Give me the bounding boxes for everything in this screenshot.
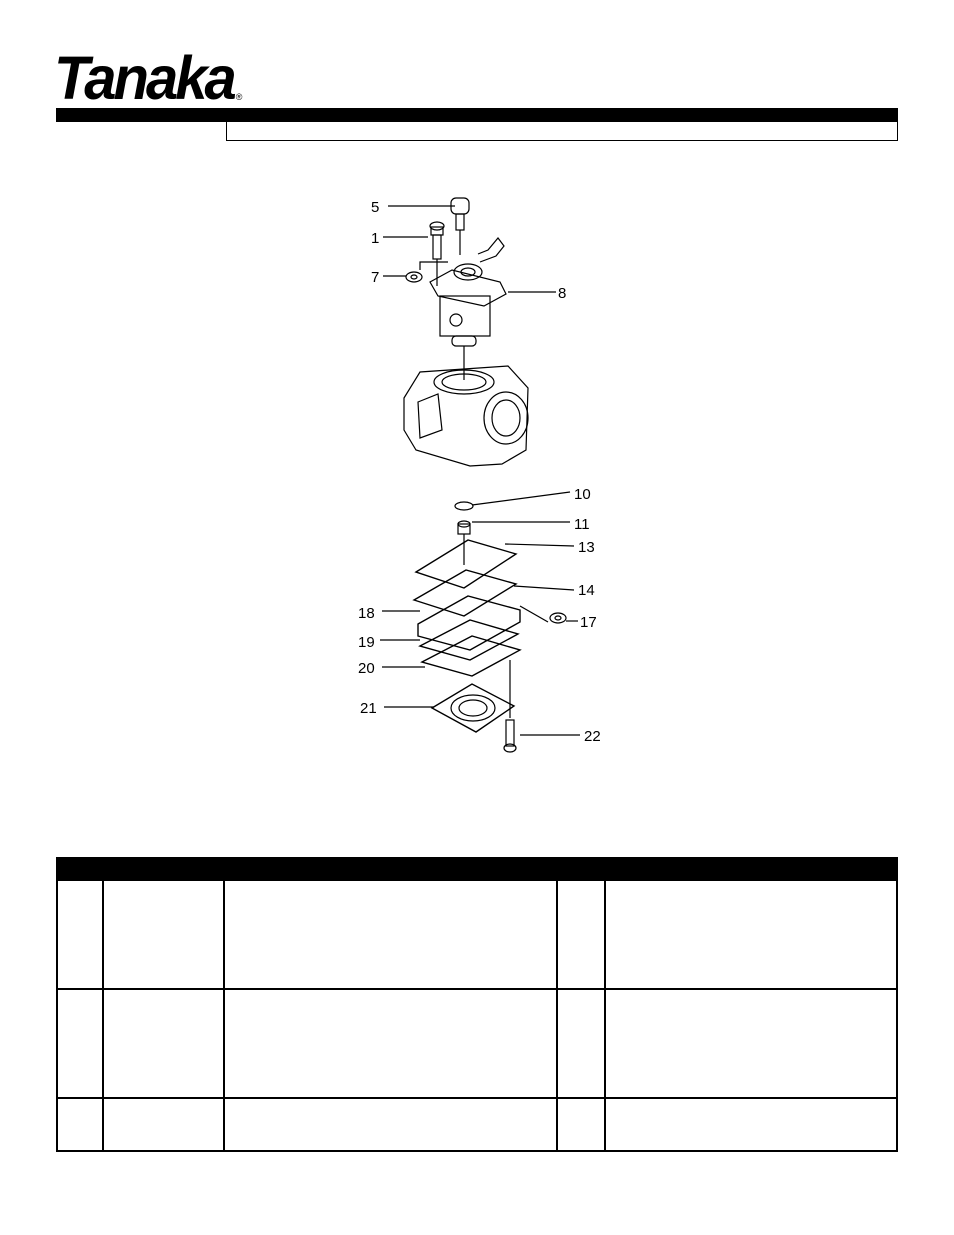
screw-22 bbox=[503, 660, 517, 753]
cell-qty bbox=[556, 879, 606, 990]
cell-ref bbox=[56, 879, 104, 990]
callout-14: 14 bbox=[578, 582, 595, 599]
washer-10 bbox=[454, 501, 474, 511]
cell-ref bbox=[56, 1097, 104, 1152]
callout-5: 5 bbox=[371, 199, 379, 216]
leader-10 bbox=[471, 491, 571, 506]
table-row bbox=[56, 1097, 898, 1152]
callout-11: 11 bbox=[574, 516, 590, 533]
table-row bbox=[56, 988, 898, 1099]
callout-1: 1 bbox=[371, 230, 379, 247]
cell-ref bbox=[56, 988, 104, 1099]
cell-description bbox=[223, 988, 558, 1099]
cell-part-number bbox=[102, 1097, 225, 1152]
callout-17: 17 bbox=[580, 614, 597, 631]
parts-table bbox=[56, 857, 898, 1152]
screw-5 bbox=[450, 197, 470, 255]
callout-8: 8 bbox=[558, 285, 566, 302]
header-notes bbox=[604, 857, 898, 881]
cell-notes bbox=[604, 879, 898, 990]
cell-part-number bbox=[102, 988, 225, 1099]
callout-20: 20 bbox=[358, 660, 375, 677]
carburetor-body-8 bbox=[419, 237, 507, 380]
cell-part-number bbox=[102, 879, 225, 990]
cell-description bbox=[223, 1097, 558, 1152]
leader-14 bbox=[513, 585, 575, 591]
cell-notes bbox=[604, 988, 898, 1099]
registered-mark: ® bbox=[235, 91, 243, 103]
callout-21: 21 bbox=[360, 700, 377, 717]
diaphragm-19 bbox=[418, 619, 520, 661]
header-bar bbox=[56, 108, 898, 122]
bolt-1 bbox=[429, 221, 445, 286]
plate-13 bbox=[414, 539, 518, 589]
cell-qty bbox=[556, 1097, 606, 1152]
header-title-box bbox=[226, 121, 898, 141]
callout-19: 19 bbox=[358, 634, 375, 651]
callout-7: 7 bbox=[371, 269, 379, 286]
exploded-parts-diagram: 5 1 7 8 10 11 13 14 18 17 19 20 21 22 bbox=[358, 197, 601, 753]
tanaka-logo: Tanaka® bbox=[54, 44, 243, 113]
gasket-20 bbox=[420, 635, 522, 677]
callout-18: 18 bbox=[358, 605, 375, 622]
pump-body-18 bbox=[417, 595, 521, 651]
cell-notes bbox=[604, 1097, 898, 1152]
header-description bbox=[223, 857, 558, 881]
cell-qty bbox=[556, 988, 606, 1099]
gasket-14 bbox=[412, 569, 518, 617]
header-part-number bbox=[102, 857, 225, 881]
header-qty bbox=[556, 857, 606, 881]
leader-13 bbox=[504, 543, 575, 547]
table-header-row bbox=[56, 857, 898, 881]
callout-13: 13 bbox=[578, 539, 595, 556]
plug-11 bbox=[457, 520, 471, 565]
nut-17 bbox=[519, 605, 567, 624]
table-row bbox=[56, 879, 898, 990]
callout-10: 10 bbox=[574, 486, 591, 503]
cover-21 bbox=[430, 683, 516, 733]
header-ref bbox=[56, 857, 104, 881]
nut-7 bbox=[405, 271, 423, 283]
callout-22: 22 bbox=[584, 728, 601, 745]
carburetor-housing bbox=[403, 365, 529, 467]
cell-description bbox=[223, 879, 558, 990]
